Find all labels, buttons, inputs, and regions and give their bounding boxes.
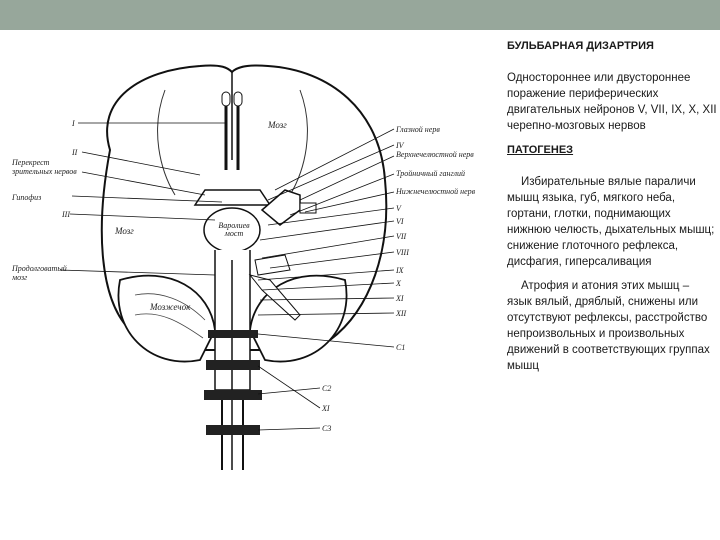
slide-text-column: БУЛЬБАРНАЯ ДИЗАРТРИЯ Одностороннее или д… <box>507 38 717 382</box>
optic-chiasm <box>195 190 270 205</box>
region-pons: Варолиев мост <box>217 222 251 238</box>
trigeminal-ganglion <box>262 190 300 225</box>
top-banner <box>0 0 720 30</box>
label-C1: C1 <box>396 343 405 352</box>
region-pons-wrap: Варолиев мост <box>217 222 251 244</box>
root-C2 <box>204 390 262 400</box>
label-nerve-X: X <box>395 279 402 288</box>
brain-base-diagram: I II Перекрест зрительных нервов Гипофиз… <box>0 30 500 470</box>
label-nerve-IX: IX <box>395 266 405 275</box>
label-nerve-IV: IV <box>395 141 405 150</box>
region-brain-top: Мозг <box>267 120 287 130</box>
slide-title: БУЛЬБАРНАЯ ДИЗАРТРИЯ <box>507 38 717 54</box>
label-nerve-I: I <box>71 119 75 128</box>
root-XI <box>206 360 260 370</box>
nerve-bundle-VII-VIII <box>255 255 290 275</box>
label-C3: C3 <box>322 424 331 433</box>
label-maxillary: Верхнечелюстной нерв <box>396 151 480 159</box>
label-ophthalmic: Глазной нерв <box>395 125 440 134</box>
region-cerebellum: Мозжечок <box>149 302 191 312</box>
intro-paragraph: Одностороннее или двустороннее поражение… <box>507 70 717 134</box>
brain-contour <box>158 90 175 195</box>
label-mandibular-wrap: Нижнечелюстной нерв <box>396 188 480 208</box>
label-nerve-VI: VI <box>396 217 404 226</box>
cranial-nerves-illustration: I II Перекрест зрительных нервов Гипофиз… <box>0 30 500 470</box>
label-mandibular: Нижнечелюстной нерв <box>396 188 480 196</box>
label-chiasm-wrap: Перекрест зрительных нервов <box>12 158 78 188</box>
region-brain-left: Мозг <box>114 226 134 236</box>
label-nerve-XII: XII <box>395 309 407 318</box>
pathogenesis-paragraph-1: Избирательные вялые параличи мышц языка,… <box>507 174 717 270</box>
root-C3 <box>206 425 260 435</box>
label-maxillary-wrap: Верхнечелюстной нерв <box>396 151 480 171</box>
label-nerve-XI: XI <box>395 294 404 303</box>
root-C1 <box>208 330 258 338</box>
label-chiasm: Перекрест зрительных нервов <box>12 158 78 176</box>
label-medulla: Продолговатый мозг <box>12 264 74 282</box>
label-nerve-II: II <box>71 148 78 157</box>
label-nerve-VII: VII <box>396 232 407 241</box>
cerebellum-left <box>118 276 215 362</box>
pathogenesis-paragraph-2: Атрофия и атония этих мышц – язык вялый,… <box>507 278 717 374</box>
brain-contour <box>290 90 307 195</box>
label-trigeminal-ganglion: Тройничный ганглий <box>396 170 480 178</box>
label-XI-lower: XI <box>321 404 330 413</box>
label-nerve-III: III <box>61 210 70 219</box>
olfactory-bulb <box>222 92 230 106</box>
label-C2: C2 <box>322 384 331 393</box>
label-trigeminal-wrap: Тройничный ганглий <box>396 170 480 190</box>
olfactory-bulb <box>234 92 242 106</box>
label-nerve-VIII: VIII <box>396 248 409 257</box>
section-heading: ПАТОГЕНЕЗ <box>507 142 717 158</box>
label-hypophysis: Гипофиз <box>11 193 41 202</box>
label-medulla-wrap: Продолговатый мозг <box>12 264 74 286</box>
